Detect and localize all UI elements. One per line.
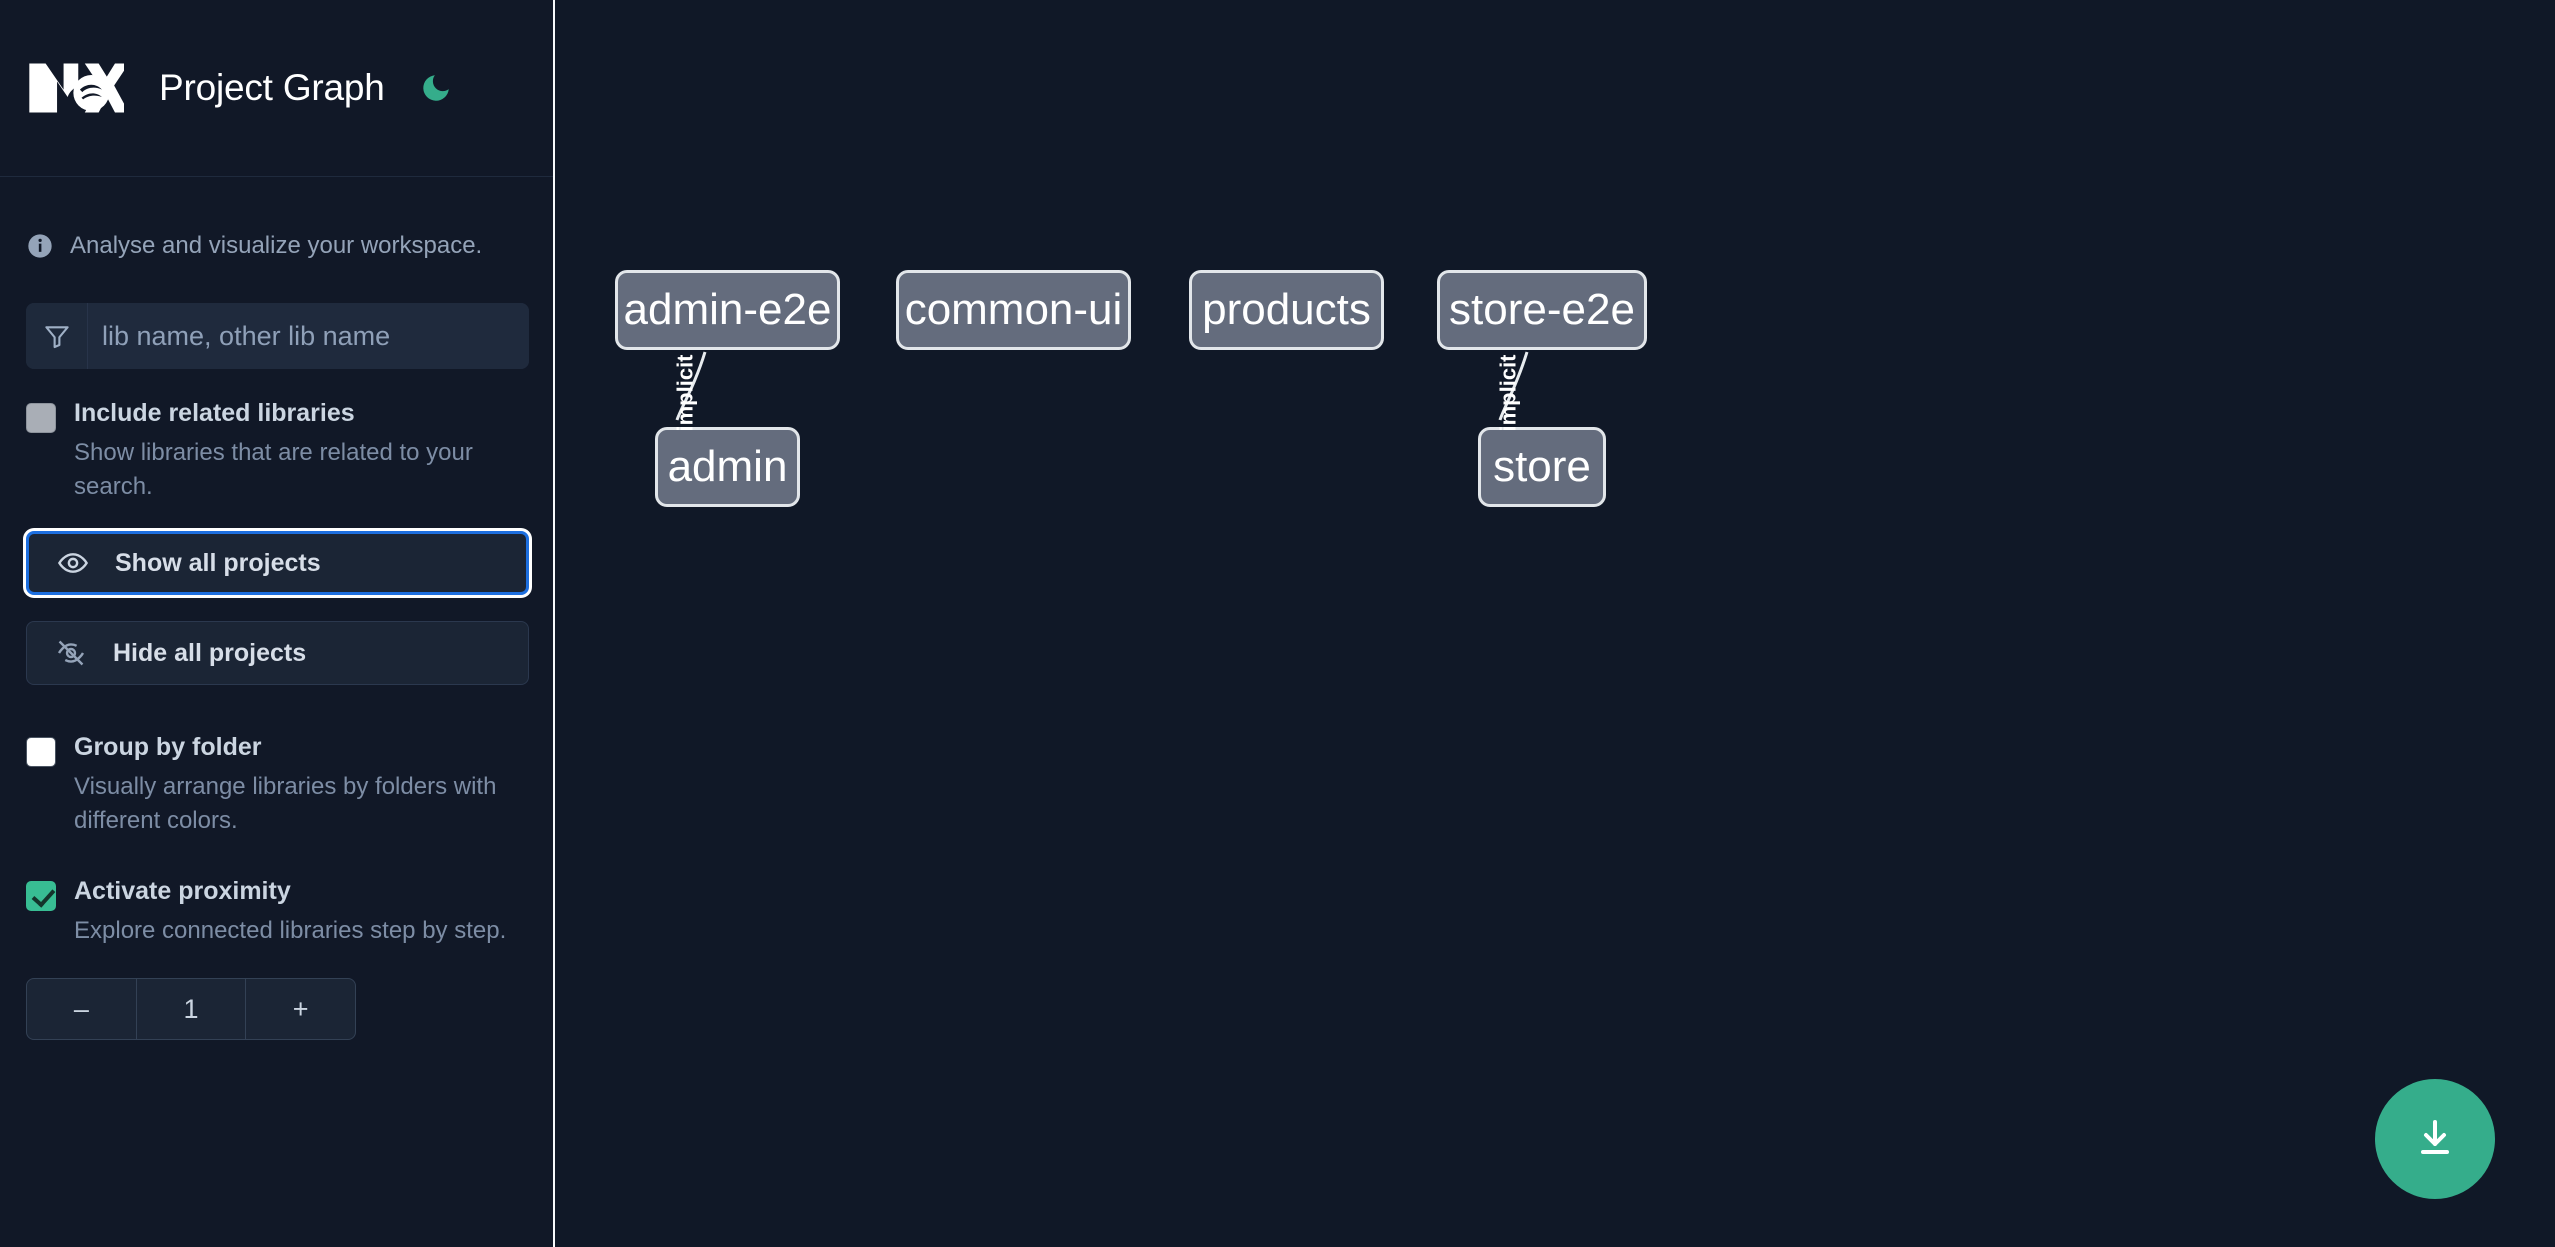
page-title: Project Graph [159,67,385,108]
option-label: Include related libraries [74,399,355,427]
search-field[interactable] [26,303,529,369]
proximity-increment-button[interactable]: + [292,993,309,1024]
moon-icon[interactable] [415,67,457,109]
graph-node-label: admin-e2e [623,285,832,334]
option-description: Show libraries that are related to your … [74,438,473,501]
show-all-projects-button[interactable]: Show all projects [26,531,529,596]
hide-all-projects-label: Hide all projects [113,638,307,667]
nx-logo-icon [26,57,129,119]
graph-node-label: admin [667,442,788,491]
sidebar: Project Graph Analyse and visualize yo [0,0,555,1247]
checkbox-include-related-libraries[interactable] [26,403,56,433]
graph-edges [661,351,1529,490]
option-label: Group by folder [74,733,262,762]
graph-node-label: common-ui [904,285,1123,334]
graph-node-label: store-e2e [1449,285,1635,334]
proximity-decrement-button[interactable]: – [73,993,89,1024]
proximity-stepper: – 1 + [26,978,356,1041]
graph-edge-label-store: implicit [1495,354,1521,432]
graph-node-label: store [1493,442,1591,491]
graph-edge-label-admin: implicit [672,354,698,432]
info-banner: Analyse and visualize your workspace. [0,177,555,281]
search-input[interactable] [88,303,529,369]
info-icon [26,232,54,260]
checkbox-activate-proximity[interactable] [26,881,56,912]
graph-node-label: products [1202,285,1371,334]
proximity-value: 1 [135,979,247,1040]
option-activate-proximity[interactable]: Activate proximity Explore connected lib… [0,875,555,948]
option-include-related-libraries[interactable]: Include related libraries Show libraries… [0,397,555,505]
graph-node-products[interactable]: products [1189,270,1384,350]
option-group-by-folder[interactable]: Group by folder Visually arrange librari… [0,731,555,839]
filter-icon [26,303,88,369]
hide-all-projects-button[interactable]: Hide all projects [26,621,529,686]
graph-node-store-e2e[interactable]: store-e2e [1437,270,1647,350]
option-description: Explore connected libraries step by step… [74,916,507,944]
show-all-projects-label: Show all projects [115,548,321,577]
download-graph-button[interactable] [2375,1079,2495,1199]
sidebar-scrollbar-track[interactable] [553,0,555,1247]
graph-node-admin-e2e[interactable]: admin-e2e [615,270,840,350]
graph-node-admin[interactable]: admin [655,427,800,507]
option-description: Visually arrange libraries by folders wi… [74,772,497,835]
graph-node-store[interactable]: store [1478,427,1606,507]
graph-canvas[interactable]: admin-e2e common-ui products store-e2e a… [555,0,2555,1247]
download-icon [2411,1114,2459,1165]
graph-node-common-ui[interactable]: common-ui [896,270,1131,350]
sidebar-header: Project Graph [0,0,555,177]
eye-off-icon [55,636,89,670]
info-text: Analyse and visualize your workspace. [70,232,483,259]
option-label: Activate proximity [74,877,291,906]
visibility-buttons: Show all projects Hide all projects [0,531,555,686]
eye-icon [57,546,91,580]
checkbox-group-by-folder[interactable] [26,737,56,768]
